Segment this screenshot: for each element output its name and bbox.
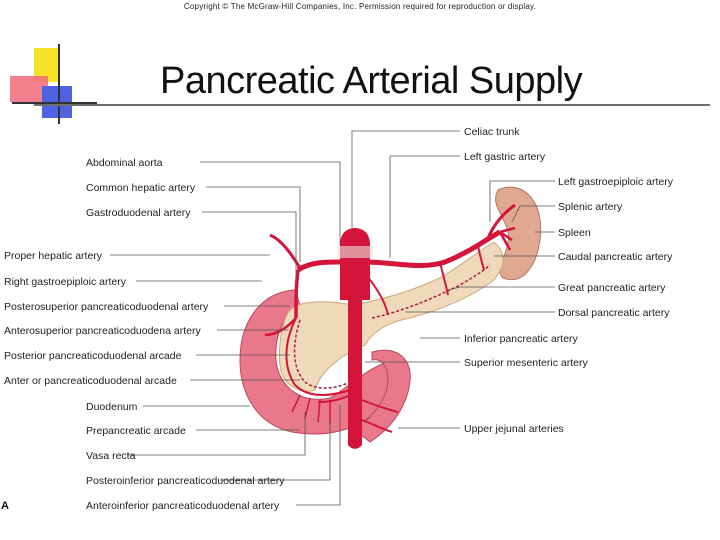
superior-mesenteric-artery bbox=[348, 300, 362, 449]
label-anteroinferior-pd-artery: Anteroinferior pancreaticoduodenal arter… bbox=[86, 500, 280, 512]
vasa-recta-vessels bbox=[291, 394, 331, 424]
decor-horizontal-line bbox=[12, 102, 97, 104]
label-anterior-pd-arcade: Anter or pancreaticoduodenal arcade bbox=[4, 375, 177, 387]
label-abdominal-aorta: Abdominal aorta bbox=[86, 157, 163, 169]
label-anterosuperior-pd-artery: Anterosuperior pancreaticoduodena artery bbox=[4, 325, 201, 337]
label-gastroduodenal-artery: Gastroduodenal artery bbox=[86, 207, 191, 219]
slide-decoration bbox=[0, 0, 100, 125]
left-gastroepiploic-vessel bbox=[486, 203, 516, 239]
upper-jejunal-vessels bbox=[361, 399, 399, 433]
label-duodenum: Duodenum bbox=[86, 401, 138, 413]
gastroduodenal-vessel bbox=[294, 269, 300, 319]
label-caudal-pancreatic-artery: Caudal pancreatic artery bbox=[558, 251, 673, 263]
common-hepatic-vessel bbox=[296, 259, 341, 273]
label-right-gastroepiploic-artery: Right gastroepiploic artery bbox=[4, 276, 127, 288]
proper-hepatic-vessel bbox=[269, 233, 302, 269]
pancreas-shape bbox=[279, 241, 504, 392]
inferior-pd-vessel bbox=[317, 394, 351, 403]
jejunum-shape bbox=[354, 349, 411, 443]
pancreaticoduodenal-arcade bbox=[285, 317, 351, 396]
label-posterosuperior-pd-artery: Posterosuperior pancreaticoduodenal arte… bbox=[4, 301, 209, 313]
label-spleen: Spleen bbox=[558, 227, 591, 239]
copyright-notice: Copyright © The McGraw-Hill Companies, I… bbox=[183, 2, 537, 11]
label-proper-hepatic-artery: Proper hepatic artery bbox=[4, 250, 103, 262]
great-pancreatic-vessel bbox=[439, 261, 449, 296]
label-celiac-trunk: Celiac trunk bbox=[464, 126, 520, 138]
label-inferior-pancreatic-artery: Inferior pancreatic artery bbox=[464, 333, 579, 345]
label-upper-jejunal-arteries: Upper jejunal arteries bbox=[464, 423, 564, 435]
label-left-gastric-artery: Left gastric artery bbox=[464, 151, 546, 163]
right-gastroepiploic-vessel bbox=[264, 317, 297, 337]
label-dorsal-pancreatic-artery: Dorsal pancreatic artery bbox=[558, 307, 670, 319]
title-divider bbox=[34, 104, 710, 106]
label-posteroinferior-pd-artery: Posteroinferior pancreaticoduodenal arte… bbox=[86, 475, 285, 487]
decor-red-square bbox=[10, 76, 48, 102]
label-great-pancreatic-artery: Great pancreatic artery bbox=[558, 282, 666, 294]
decor-vertical-line bbox=[58, 44, 60, 124]
left-leader-lines bbox=[110, 161, 341, 506]
label-superior-mesenteric-artery: Superior mesenteric artery bbox=[464, 357, 588, 369]
left-labels: Abdominal aorta Common hepatic artery Ga… bbox=[4, 157, 285, 512]
label-vasa-recta: Vasa recta bbox=[86, 450, 136, 462]
label-left-gastroepiploic-artery: Left gastroepiploic artery bbox=[558, 176, 674, 188]
right-labels: Celiac trunk Left gastric artery Left ga… bbox=[464, 126, 674, 435]
label-splenic-artery: Splenic artery bbox=[558, 201, 623, 213]
splenic-artery-vessel bbox=[364, 229, 502, 269]
splenic-branches bbox=[498, 226, 516, 251]
aorta-stub bbox=[337, 246, 373, 258]
label-common-hepatic-artery: Common hepatic artery bbox=[86, 182, 196, 194]
page-title: Pancreatic Arterial Supply bbox=[160, 60, 583, 102]
right-leader-lines bbox=[351, 130, 555, 429]
posterior-arcade bbox=[293, 319, 351, 389]
figure-panel-letter: A bbox=[1, 500, 9, 512]
caudal-pancreatic-vessel bbox=[477, 245, 485, 271]
label-posterior-pd-arcade: Posterior pancreaticoduodenal arcade bbox=[4, 350, 182, 362]
label-prepancreatic-arcade: Prepancreatic arcade bbox=[86, 425, 186, 437]
dorsal-pancreatic-vessel bbox=[361, 269, 389, 316]
